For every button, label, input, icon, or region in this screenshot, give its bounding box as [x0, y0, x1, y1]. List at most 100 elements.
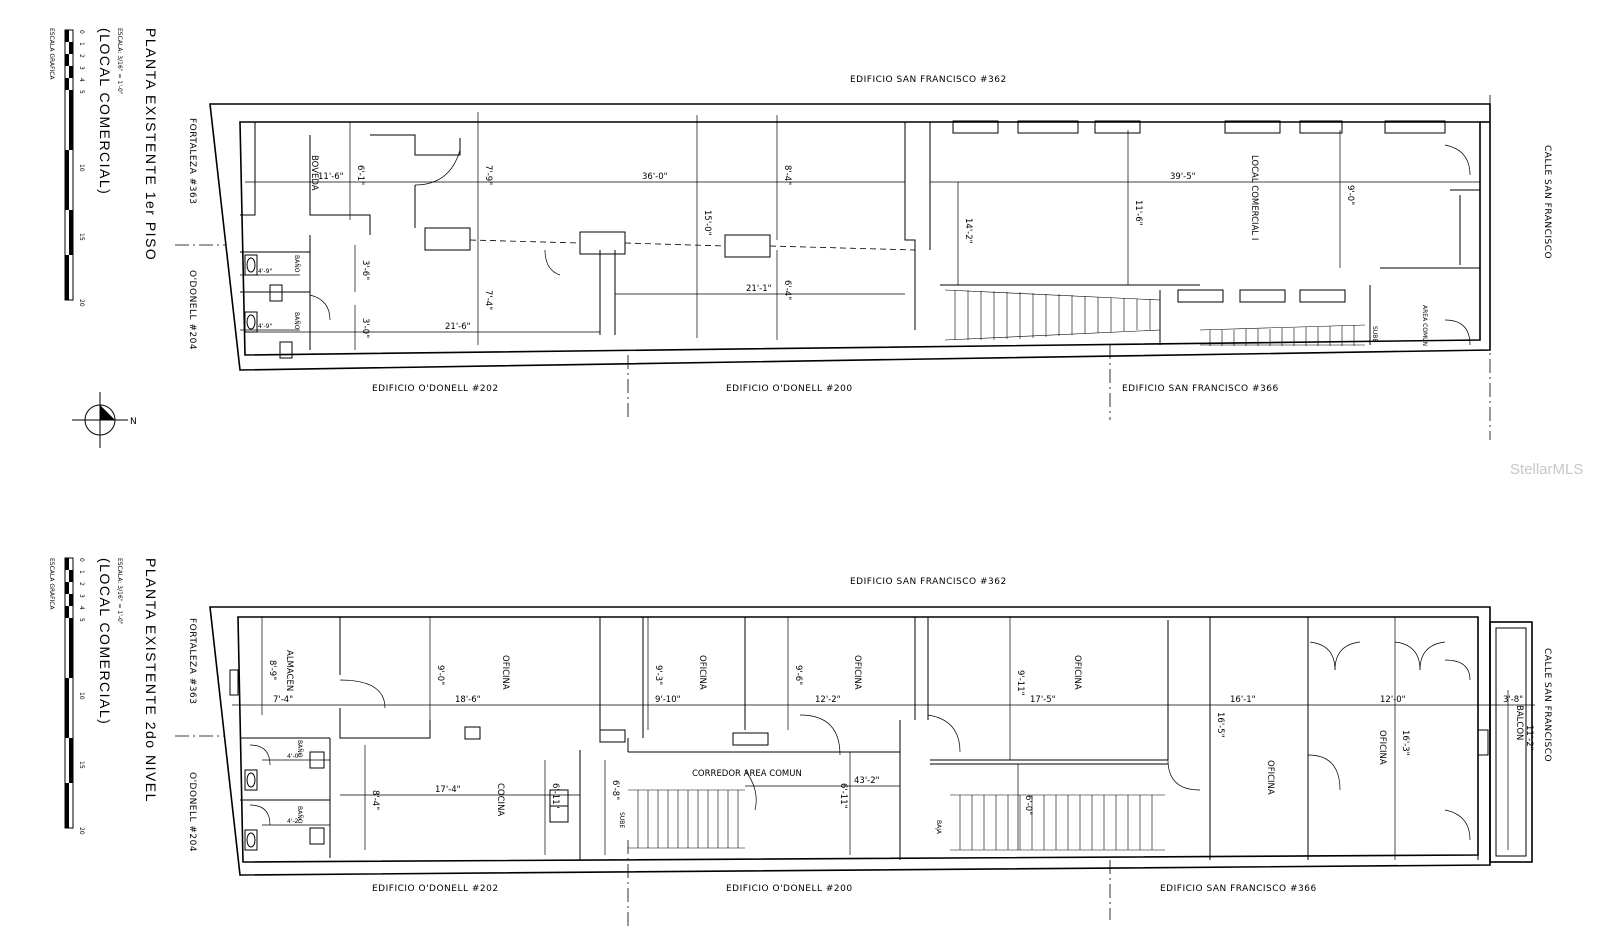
room-oficina-3: OFICINA	[852, 655, 862, 690]
svg-text:9'-6": 9'-6"	[793, 665, 803, 685]
svg-text:6'-11": 6'-11"	[838, 783, 848, 809]
room-oficina-4: OFICINA	[1072, 655, 1082, 690]
graphic-scale-1: ESCALA GRAFICA	[48, 28, 55, 80]
stair-sube-2: SUBE	[618, 812, 625, 828]
svg-text:3'-0": 3'-0"	[360, 318, 370, 338]
svg-text:8'-4": 8'-4"	[782, 165, 792, 185]
room-bano-2b: BAÑO	[296, 806, 303, 824]
svg-text:4'-2": 4'-2"	[287, 818, 301, 825]
room-almacen: ALMACEN	[284, 650, 294, 691]
svg-text:16'-5": 16'-5"	[1215, 712, 1225, 738]
svg-text:14'-2": 14'-2"	[963, 218, 973, 244]
room-corredor: CORREDOR AREA COMUN	[692, 769, 802, 779]
svg-text:1: 1	[78, 42, 85, 46]
svg-text:21'-6": 21'-6"	[445, 322, 471, 332]
interior-walls-1	[240, 122, 1481, 350]
room-balcon: BALCON	[1514, 705, 1524, 740]
room-oficina-5: OFICINA	[1265, 760, 1275, 795]
svg-text:5: 5	[78, 90, 85, 94]
room-boveda: BOVEDA	[309, 155, 319, 191]
plan-subtitle-1: (LOCAL COMERCIAL)	[97, 28, 113, 195]
plan-title-2: PLANTA EXISTENTE 2do NIVEL	[143, 558, 159, 803]
balcony	[1489, 621, 1533, 863]
svg-text:0: 0	[78, 558, 85, 562]
svg-text:6'-1": 6'-1"	[355, 165, 365, 185]
svg-text:11'-6": 11'-6"	[1133, 200, 1143, 226]
room-cocina: COCINA	[495, 783, 505, 816]
svg-text:6'-4": 6'-4"	[782, 280, 792, 300]
svg-text:39'-5": 39'-5"	[1170, 172, 1196, 182]
title-block-2: PLANTA EXISTENTE 2do NIVEL (LOCAL COMERC…	[48, 558, 159, 803]
dim-lines-1	[240, 112, 1480, 350]
dim-lines-2	[232, 617, 1535, 860]
bottom-label-1a: EDIFICIO O'DONELL #202	[372, 384, 499, 394]
right-label-1: CALLE SAN FRANCISCO	[1542, 145, 1552, 259]
plan-title-1: PLANTA EXISTENTE 1er PISO	[143, 28, 159, 261]
room-bano-1b: BAÑO	[293, 312, 300, 330]
top-label-1: EDIFICIO SAN FRANCISCO #362	[850, 75, 1007, 85]
left-label-1b: O'DONELL #204	[187, 270, 197, 350]
north-arrow-icon: N	[72, 392, 137, 448]
room-area-comun: AREA COMUN	[1421, 305, 1428, 346]
north-label: N	[130, 417, 137, 427]
bottom-label-1b: EDIFICIO O'DONELL #200	[726, 384, 853, 394]
svg-text:15: 15	[78, 761, 85, 769]
svg-text:7'-4": 7'-4"	[483, 290, 493, 310]
svg-text:4'-9": 4'-9"	[258, 268, 272, 275]
room-oficina-1: OFICINA	[500, 655, 510, 690]
svg-text:4'-0": 4'-0"	[287, 753, 301, 760]
svg-text:12'-0": 12'-0"	[1380, 695, 1406, 705]
svg-text:10: 10	[78, 692, 85, 700]
svg-text:9'-3": 9'-3"	[653, 665, 663, 685]
svg-text:9'-10": 9'-10"	[655, 695, 681, 705]
graphic-scale-2: ESCALA GRAFICA	[48, 558, 55, 610]
room-local-comercial: LOCAL COMERCIAL I	[1249, 155, 1259, 240]
svg-text:17'-4": 17'-4"	[435, 785, 461, 795]
room-bano-2a: BAÑO	[296, 740, 303, 758]
svg-text:6'-11": 6'-11"	[550, 783, 560, 809]
stairs-2	[628, 789, 1165, 851]
bottom-label-1c: EDIFICIO SAN FRANCISCO #366	[1122, 384, 1279, 394]
svg-text:5: 5	[78, 618, 85, 622]
svg-text:9'-0": 9'-0"	[1345, 185, 1355, 205]
svg-text:1: 1	[78, 570, 85, 574]
scale-bar-1: 0 1 2 3 4 5 10 15 20	[64, 29, 85, 307]
top-label-2: EDIFICIO SAN FRANCISCO #362	[850, 577, 1007, 587]
windows-1	[952, 120, 1446, 303]
stair-baja-2: BAJA	[935, 820, 942, 835]
left-label-2b: O'DONELL #204	[187, 772, 197, 852]
svg-text:6'-0": 6'-0"	[1023, 795, 1033, 815]
svg-text:3: 3	[78, 594, 85, 598]
svg-text:4: 4	[78, 606, 85, 610]
svg-text:21'-1": 21'-1"	[746, 284, 772, 294]
right-label-2: CALLE SAN FRANCISCO	[1542, 648, 1552, 762]
svg-text:3'-8": 3'-8"	[1503, 695, 1523, 705]
doors-1	[309, 144, 1471, 346]
left-label-2a: FORTALEZA #363	[187, 618, 197, 704]
svg-text:17'-5": 17'-5"	[1030, 695, 1056, 705]
svg-text:4'-9": 4'-9"	[258, 323, 272, 330]
left-label-1a: FORTALEZA #363	[187, 118, 197, 204]
svg-text:15: 15	[78, 233, 85, 241]
svg-text:20: 20	[78, 299, 85, 307]
plan-subtitle-2: (LOCAL COMERCIAL)	[97, 558, 113, 725]
bottom-label-2c: EDIFICIO SAN FRANCISCO #366	[1160, 884, 1317, 894]
scale-note-2: ESCALA: 3/16" = 1'-0"	[116, 558, 123, 625]
bottom-label-2a: EDIFICIO O'DONELL #202	[372, 884, 499, 894]
svg-text:11'-6": 11'-6"	[318, 172, 344, 182]
svg-text:7'-4": 7'-4"	[273, 695, 293, 705]
svg-text:2: 2	[78, 582, 85, 586]
svg-text:11'-2": 11'-2"	[1524, 725, 1534, 751]
room-bano-1a: BAÑO	[293, 255, 300, 273]
title-block-1: PLANTA EXISTENTE 1er PISO (LOCAL COMERCI…	[48, 28, 159, 261]
svg-text:18'-6": 18'-6"	[455, 695, 481, 705]
svg-text:2: 2	[78, 54, 85, 58]
room-oficina-6: OFICINA	[1377, 730, 1387, 765]
watermark: StellarMLS	[1510, 461, 1583, 478]
room-oficina-2: OFICINA	[697, 655, 707, 690]
svg-text:15'-0": 15'-0"	[702, 210, 712, 236]
svg-text:3: 3	[78, 66, 85, 70]
svg-text:7'-9": 7'-9"	[483, 165, 493, 185]
svg-text:12'-2": 12'-2"	[815, 695, 841, 705]
svg-text:8'-9": 8'-9"	[267, 660, 277, 680]
